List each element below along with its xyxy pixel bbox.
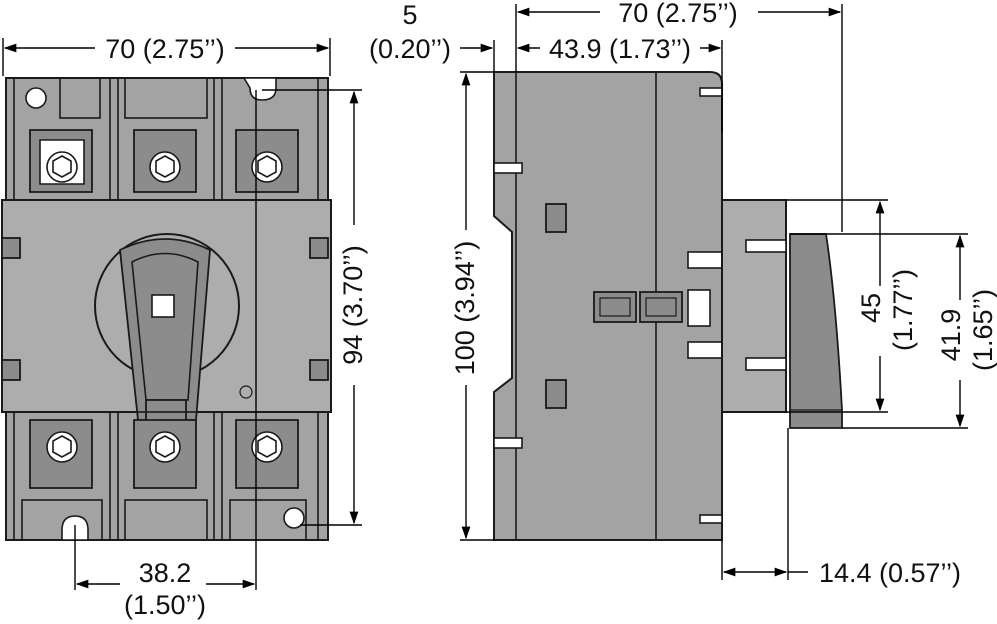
side-offset-in-label: (0.20’’) [369, 34, 451, 64]
lock-window-icon [151, 294, 175, 318]
handle-inner-mm-label: 41.9 [936, 309, 966, 362]
side-handle-base [721, 199, 787, 413]
terminal-screw-icon [235, 129, 299, 193]
front-view [1, 77, 332, 541]
terminal-screw-icon [133, 129, 197, 193]
rotary-handle [94, 233, 253, 431]
hole-spacing-mm-label: 38.2 [139, 558, 192, 588]
terminal-screw-icon [235, 419, 299, 489]
mounting-hole-icon [25, 87, 47, 109]
terminal-screw-icon [29, 129, 93, 193]
side-offset-mm-label: 5 [402, 0, 417, 30]
dimension-labels: 70 (2.75’’) 94 (3.70’’) 38.2 (1.50’’) 70… [105, 0, 997, 620]
terminal-screw-icon [133, 419, 197, 489]
handle-protrusion-label: 14.4 (0.57’’) [819, 558, 961, 588]
side-clips [1, 237, 329, 381]
side-handle-knob [789, 233, 843, 429]
side-body-depth-label: 43.9 (1.73’’) [549, 34, 691, 64]
handle-inner-in-label: (1.65’’) [968, 289, 997, 371]
front-dimensions [2, 38, 362, 590]
front-height-label: 94 (3.70’’) [338, 245, 368, 365]
front-bottom-terminals [13, 411, 319, 541]
side-depth-label: 70 (2.75’’) [618, 0, 738, 28]
side-dimensions [460, 4, 968, 580]
handle-height-mm-label: 45 [856, 293, 886, 323]
front-top-terminals [13, 77, 319, 201]
mounting-hole-icon [283, 507, 305, 529]
handle-height-in-label: (1.77’’) [888, 269, 918, 351]
hole-spacing-in-label: (1.50’’) [124, 590, 206, 620]
front-width-label: 70 (2.75’’) [105, 34, 225, 64]
side-view [493, 71, 843, 541]
terminal-screw-icon [29, 419, 93, 489]
side-height-label: 100 (3.94’’) [450, 241, 480, 376]
